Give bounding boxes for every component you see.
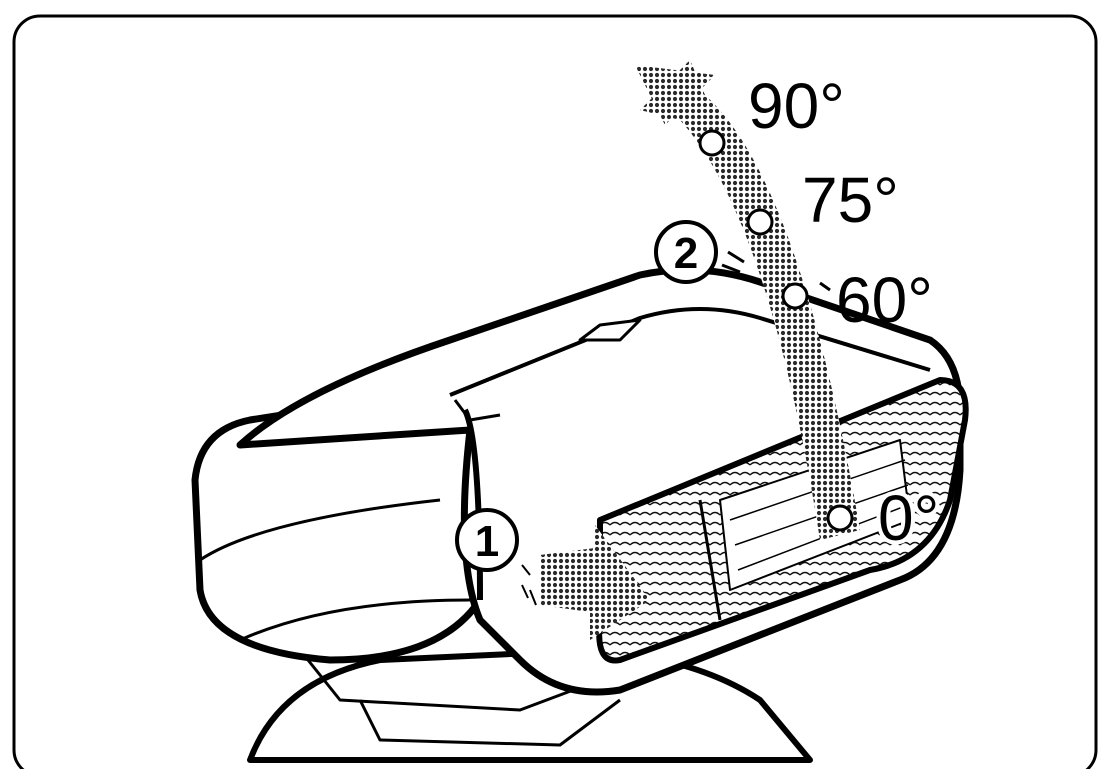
angle-label-90: 90° <box>748 70 845 142</box>
detent-60 <box>781 282 809 310</box>
detent-75 <box>746 208 774 236</box>
angle-label-60: 60° <box>836 264 933 336</box>
push-hint-marks <box>521 564 537 606</box>
step-2-number: 2 <box>674 229 698 278</box>
flash-head <box>236 266 969 696</box>
angle-label-75: 75° <box>802 164 899 236</box>
flash-body-side <box>191 386 484 664</box>
detent-0 <box>826 504 854 532</box>
angle-ticks <box>721 250 831 292</box>
detent-90 <box>698 129 726 157</box>
angle-detents <box>698 129 854 532</box>
push-arrow-icon <box>540 525 650 640</box>
tilt-arrowhead-icon <box>635 65 715 125</box>
flash-body <box>191 386 813 763</box>
step-2-marker: 2 <box>654 220 718 284</box>
angle-label-0: 0° <box>878 482 939 554</box>
step-1-number: 1 <box>475 517 499 566</box>
tilt-arrow-icon <box>640 60 860 540</box>
step-1-marker: 1 <box>455 508 519 572</box>
